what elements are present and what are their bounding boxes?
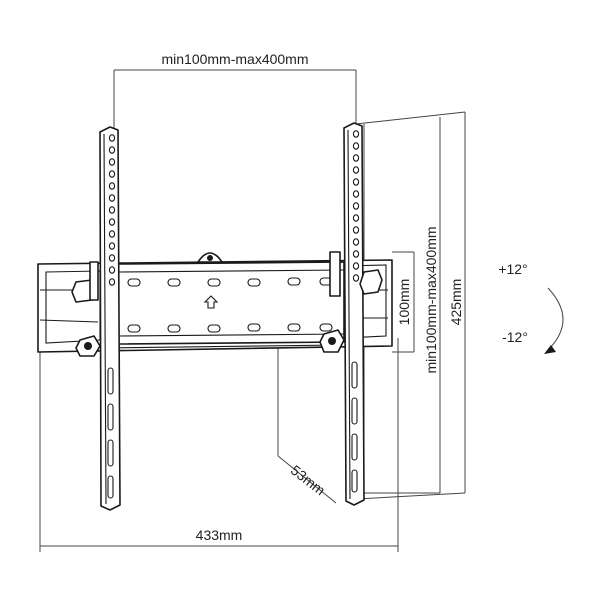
right-tilt-knob-lower bbox=[319, 329, 345, 353]
top-width-dimension bbox=[113, 69, 357, 128]
left-arm bbox=[99, 126, 121, 511]
level-bubble-icon bbox=[197, 252, 223, 263]
depth-label: 53mm bbox=[288, 462, 329, 499]
plate-slots bbox=[127, 277, 333, 333]
plate-height-label: 100mm bbox=[396, 279, 412, 326]
left-tilt-knob-upper bbox=[71, 261, 99, 303]
total-width-label: 433mm bbox=[196, 527, 243, 543]
tilt-down-label: -12° bbox=[502, 329, 528, 345]
left-tilt-knob-lower bbox=[75, 335, 101, 357]
up-arrow-icon bbox=[203, 295, 219, 309]
tilt-arrow bbox=[544, 287, 564, 354]
right-tilt-knob-upper bbox=[329, 251, 383, 297]
tilt-up-label: +12° bbox=[498, 261, 527, 277]
right-arm bbox=[343, 122, 365, 506]
vertical-spacing-label: min100mm-max400mm bbox=[423, 226, 439, 373]
plate-height-dimension bbox=[392, 251, 415, 353]
bottom-width-dimension bbox=[39, 338, 399, 552]
top-width-label: min100mm-max400mm bbox=[161, 51, 308, 67]
total-height-label: 425mm bbox=[448, 279, 464, 326]
depth-dimension bbox=[277, 338, 337, 504]
